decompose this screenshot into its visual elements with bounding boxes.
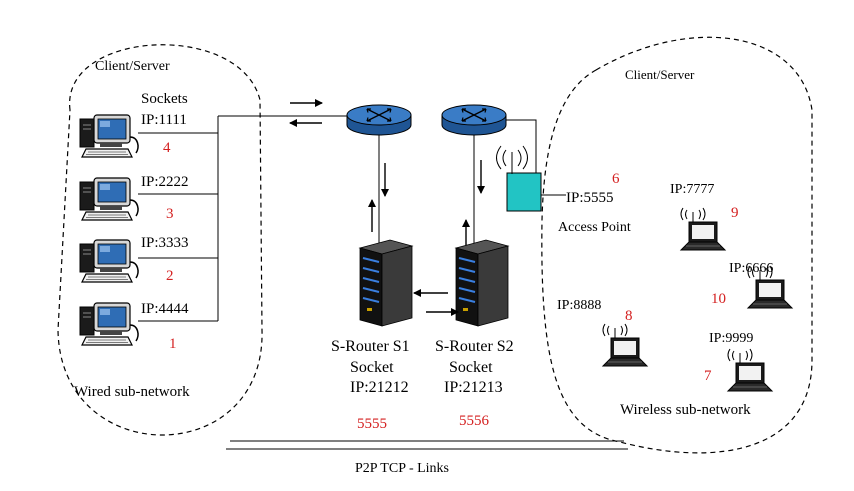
router-s1-ip: IP:21212 xyxy=(350,379,409,396)
laptop-icon-8 xyxy=(602,323,648,367)
access-point-label: Access Point xyxy=(558,220,631,235)
laptop-icon-7 xyxy=(727,348,773,392)
wireless-number-label: 7 xyxy=(704,368,712,384)
client-server-label-right: Client/Server xyxy=(625,67,695,82)
router-s1-name: S-Router S1 xyxy=(331,338,410,355)
wireless-signal-icon xyxy=(496,145,528,174)
wireless-subnetwork-region xyxy=(541,36,813,454)
wired-number-label: 3 xyxy=(166,206,174,222)
router-icon-1 xyxy=(346,104,412,136)
client-server-label-left: Client/Server xyxy=(95,59,170,74)
access-point-icon xyxy=(506,172,542,212)
wired-number-label: 4 xyxy=(163,140,171,156)
server-icon-s2 xyxy=(455,239,509,327)
wireless-ip-label: IP:6666 xyxy=(729,261,773,276)
router-s2-socket: Socket xyxy=(449,359,493,376)
desktop-pc-icon-3 xyxy=(79,239,139,283)
wired-ip-label: IP:1111 xyxy=(141,112,187,128)
router-s2-ip: IP:21213 xyxy=(444,379,503,396)
wireless-ip-label: IP:8888 xyxy=(557,298,601,313)
laptop-icon-9 xyxy=(680,207,726,251)
access-point-ip: IP:5555 xyxy=(566,190,614,206)
server-icon-s1 xyxy=(359,239,413,327)
wireless-ip-label: IP:7777 xyxy=(670,182,714,197)
desktop-pc-icon-2 xyxy=(79,177,139,221)
sockets-label: Sockets xyxy=(141,91,188,107)
wireless-ip-label: IP:9999 xyxy=(709,331,753,346)
wired-ip-label: IP:2222 xyxy=(141,174,189,190)
router-s1-port: 5555 xyxy=(357,416,387,432)
wired-ip-label: IP:3333 xyxy=(141,235,189,251)
wireless-number-label: 8 xyxy=(625,308,633,324)
access-point-number: 6 xyxy=(612,171,620,187)
wired-ip-label: IP:4444 xyxy=(141,301,189,317)
wired-subnetwork-label: Wired sub-network xyxy=(74,384,190,400)
wired-number-label: 2 xyxy=(166,268,174,284)
router-s2-port: 5556 xyxy=(459,413,490,429)
wired-subnetwork-region xyxy=(57,44,263,436)
router-icon-2 xyxy=(441,104,507,136)
router-s2-name: S-Router S2 xyxy=(435,338,514,355)
router-s1-socket: Socket xyxy=(350,359,394,376)
p2p-links-label: P2P TCP - Links xyxy=(355,461,449,476)
wireless-subnetwork-label: Wireless sub-network xyxy=(620,402,751,418)
desktop-pc-icon-1 xyxy=(79,114,139,158)
wired-number-label: 1 xyxy=(169,336,177,352)
wireless-number-label: 9 xyxy=(731,205,739,221)
desktop-pc-icon-4 xyxy=(79,302,139,346)
wireless-number-label: 10 xyxy=(711,291,726,307)
